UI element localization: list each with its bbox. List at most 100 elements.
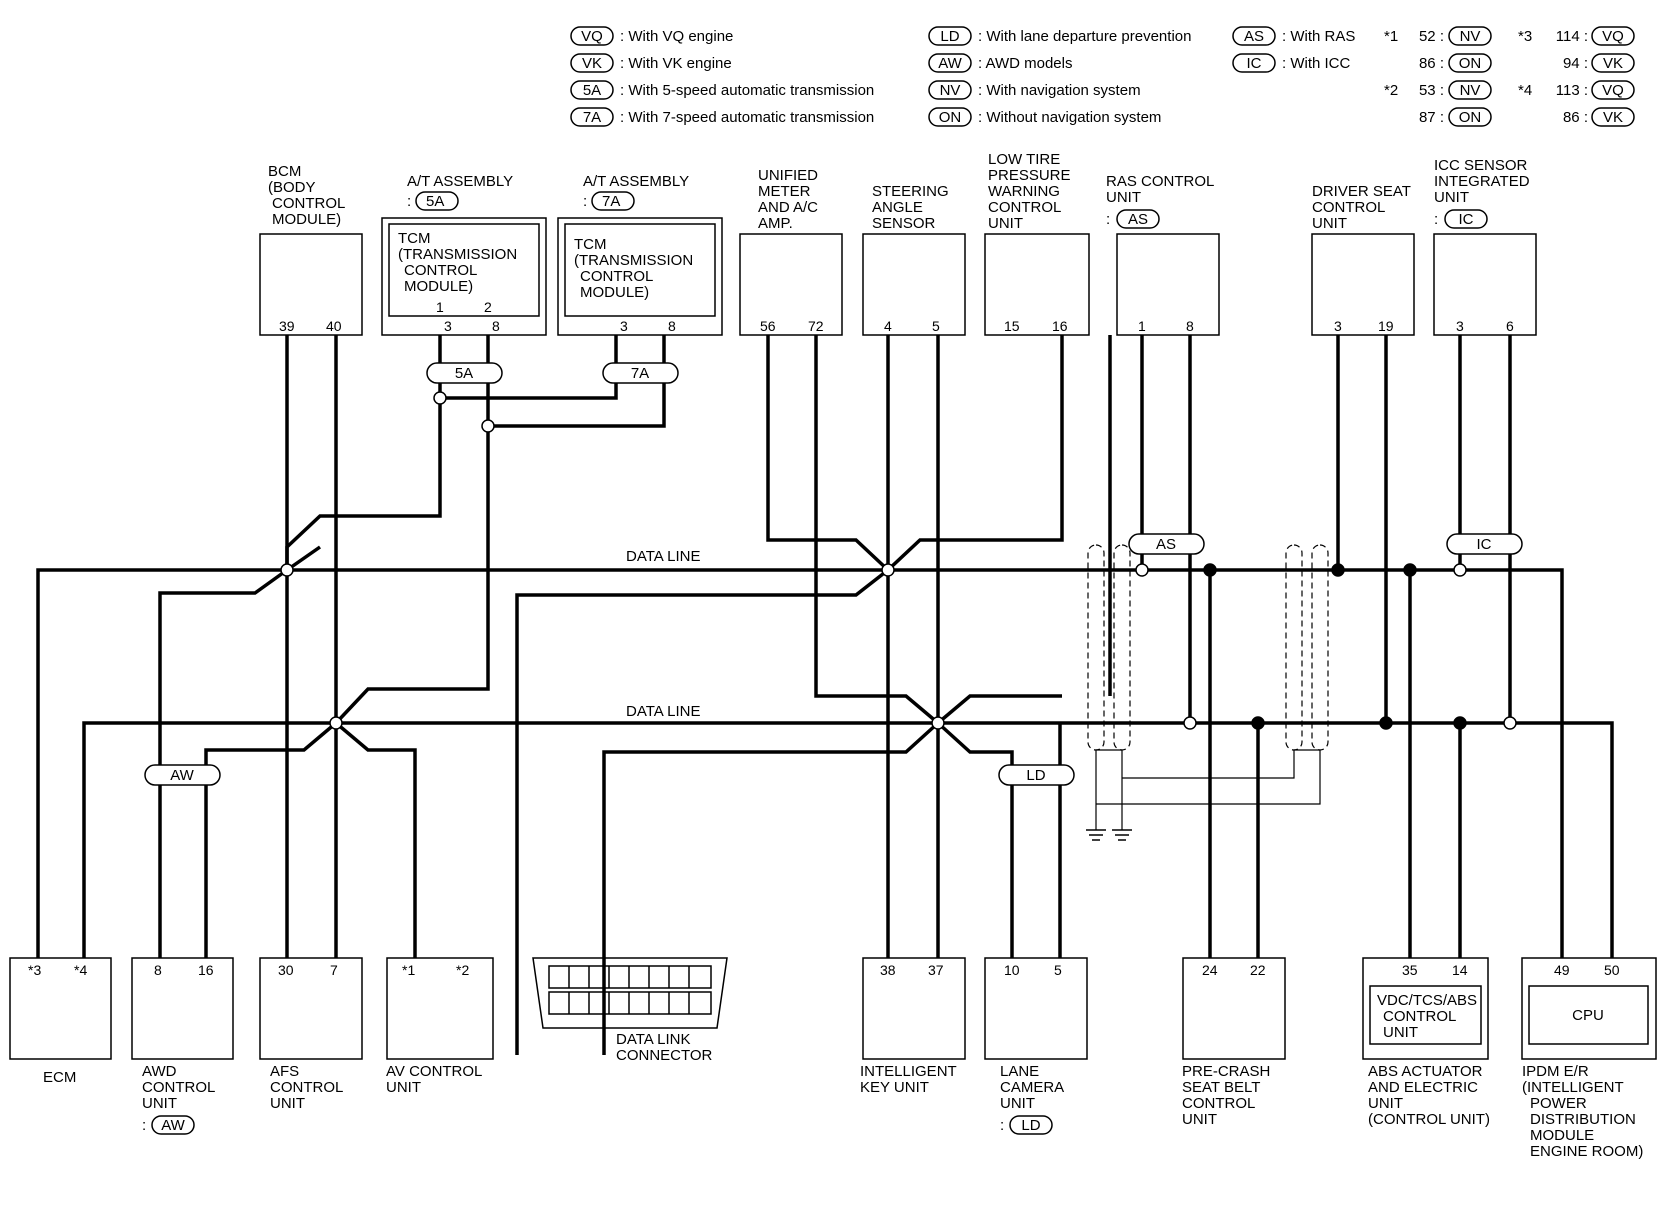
- wire-tag-ic: [1446, 533, 1523, 555]
- tire-label: UNIT: [988, 215, 1023, 232]
- ras-label: RAS CONTROL: [1106, 173, 1214, 190]
- at7-tcm-box: [564, 223, 716, 317]
- ras-cond-badge: [1116, 209, 1160, 229]
- pin-label: 14: [1452, 962, 1468, 978]
- legend-text-item: : With 5-speed automatic transmission: [620, 82, 874, 99]
- pin-label: 5: [932, 318, 940, 334]
- awd-label: AWD: [142, 1063, 177, 1080]
- ipdm-cpu-box: [1528, 985, 1649, 1045]
- meter-label: AMP.: [758, 215, 793, 232]
- colon: :: [583, 193, 587, 210]
- legend-tag: LD: [940, 28, 959, 45]
- note-tag: NV: [1460, 82, 1481, 99]
- legend-tag-badge: [570, 53, 614, 73]
- pin-label: 22: [1250, 962, 1266, 978]
- at5-cond-badge: [415, 191, 459, 211]
- at7-tcm-label: CONTROL: [580, 268, 653, 285]
- wire-tag-text: LD: [1026, 767, 1045, 784]
- legend-tag: VQ: [581, 28, 603, 45]
- pin-label: *2: [456, 962, 469, 978]
- lane-cond-badge: [1009, 1115, 1053, 1135]
- av-box: [386, 957, 494, 1060]
- legend-tag: NV: [940, 82, 961, 99]
- colon: :: [1434, 211, 1438, 228]
- note-tag: VK: [1603, 55, 1623, 72]
- key-label: INTELLIGENT: [860, 1063, 957, 1080]
- dlc-label: DATA LINK: [616, 1031, 690, 1048]
- afs-label: AFS: [270, 1063, 299, 1080]
- wire-tag-as: [1128, 533, 1205, 555]
- abs-inner-label: UNIT: [1383, 1024, 1418, 1041]
- legend-tag: AW: [938, 55, 962, 72]
- pin-label: *4: [74, 962, 87, 978]
- note-pin: 52 :: [1419, 28, 1444, 45]
- at5-tcm-label: TCM: [398, 230, 431, 247]
- icc-cond: IC: [1459, 211, 1474, 228]
- bottom-unit-labels: *3 *4 ECM 8 16 AWD CONTROL UNIT : AW 30 …: [28, 962, 1643, 1160]
- abs-label: AND ELECTRIC: [1368, 1079, 1478, 1096]
- lane-label: CAMERA: [1000, 1079, 1064, 1096]
- legend-tag-badge: [1591, 107, 1635, 127]
- seat-label: CONTROL: [1312, 199, 1385, 216]
- pin-label: 2: [484, 299, 492, 315]
- wire-tag-text: AS: [1156, 536, 1176, 553]
- icc-label: UNIT: [1434, 189, 1469, 206]
- lane-label: UNIT: [1000, 1095, 1035, 1112]
- awd-cond-badge: [151, 1115, 195, 1135]
- note-tag: VQ: [1602, 28, 1624, 45]
- wire-tag-text: AW: [170, 767, 194, 784]
- legend: [570, 26, 1635, 127]
- bcm-label: CONTROL: [272, 195, 345, 212]
- ipdm-label: POWER: [1530, 1095, 1587, 1112]
- at7-tcm-label: (TRANSMISSION: [574, 252, 693, 269]
- legend-text-item: : With ICC: [1282, 55, 1351, 72]
- lane-label: LANE: [1000, 1063, 1039, 1080]
- legend-tag-badge: [928, 107, 972, 127]
- precrash-label: PRE-CRASH: [1182, 1063, 1270, 1080]
- legend-tag: ON: [939, 109, 962, 126]
- ecm-box: [9, 957, 112, 1060]
- abs-inner-label: CONTROL: [1383, 1008, 1456, 1025]
- ipdm-box: [1521, 957, 1657, 1060]
- tire-label: WARNING: [988, 183, 1060, 200]
- pin-label: 38: [880, 962, 896, 978]
- key-box: [862, 957, 966, 1060]
- legend-tag: IC: [1247, 55, 1262, 72]
- steering-box: [862, 233, 966, 336]
- at7-tcm-label: TCM: [574, 236, 607, 253]
- pin-label: 50: [1604, 962, 1620, 978]
- ipdm-label: IPDM E/R: [1522, 1063, 1589, 1080]
- legend-tag-badge: [1448, 107, 1492, 127]
- at5-label: A/T ASSEMBLY: [407, 173, 513, 190]
- steering-label: STEERING: [872, 183, 949, 200]
- av-label: UNIT: [386, 1079, 421, 1096]
- pin-label: 56: [760, 318, 776, 334]
- seat-label: DRIVER SEAT: [1312, 183, 1411, 200]
- afs-box: [259, 957, 363, 1060]
- dlc-label: CONNECTOR: [616, 1047, 713, 1064]
- ground-wires: [1095, 749, 1321, 830]
- wire-tag-ld: [998, 764, 1075, 786]
- wire-tag-text: IC: [1477, 536, 1492, 553]
- av-label: AV CONTROL: [386, 1063, 482, 1080]
- steering-label: ANGLE: [872, 199, 923, 216]
- at5-tcm-label: (TRANSMISSION: [398, 246, 517, 263]
- at5-tcm-label: CONTROL: [404, 262, 477, 279]
- note-tag: VQ: [1602, 82, 1624, 99]
- pin-label: 8: [154, 962, 162, 978]
- abs-label: UNIT: [1368, 1095, 1403, 1112]
- colon: :: [407, 193, 411, 210]
- legend-tag-badge: [1591, 80, 1635, 100]
- meter-label: AND A/C: [758, 199, 818, 216]
- ipdm-label: DISTRIBUTION: [1530, 1111, 1636, 1128]
- pin-label: 6: [1506, 318, 1514, 334]
- precrash-box: [1182, 957, 1286, 1060]
- pin-label: 24: [1202, 962, 1218, 978]
- note-mark: *2: [1384, 82, 1398, 99]
- bcm-box: [259, 233, 363, 336]
- legend-tag-badge: [570, 107, 614, 127]
- note-tag: ON: [1459, 55, 1482, 72]
- bcm-label: (BODY: [268, 179, 316, 196]
- pin-label: 40: [326, 318, 342, 334]
- tire-label: CONTROL: [988, 199, 1061, 216]
